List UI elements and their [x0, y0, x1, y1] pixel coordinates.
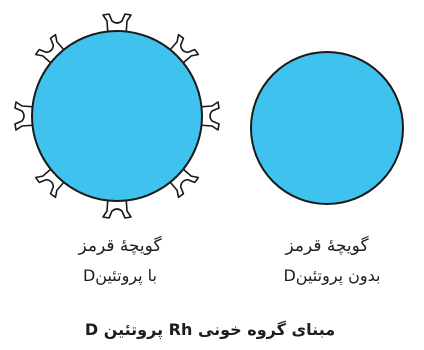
cell-without-protein-subtitle: بدون پروتئینD: [262, 266, 402, 285]
diagram-caption: مبنای گروه خونی Rh پروتئین D: [60, 320, 360, 339]
cell-without-protein: [251, 52, 403, 204]
red-blood-cell-without-protein: [251, 52, 403, 204]
cell-with-protein-title: گویچهٔ قرمز: [60, 236, 180, 256]
cell-with-protein: [15, 14, 219, 218]
cell-without-protein-title: گویچهٔ قرمز: [262, 236, 392, 256]
cell-with-protein-subtitle: با پروتئینD: [60, 266, 180, 285]
red-blood-cell-with-protein: [32, 31, 202, 201]
